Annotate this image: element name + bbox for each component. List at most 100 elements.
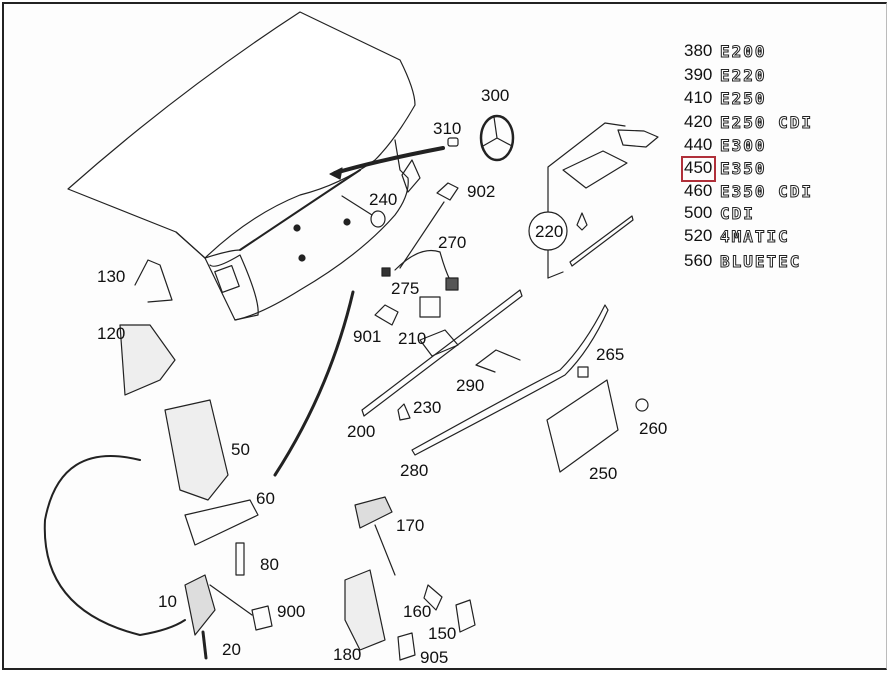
callout-902: 902	[467, 182, 496, 201]
hole	[343, 218, 351, 226]
part-80	[235, 542, 245, 576]
part-50	[164, 399, 229, 501]
legend-item: 420 E250 CDI	[684, 111, 813, 133]
callout-220: 220	[535, 222, 564, 241]
legend-badge: E220	[720, 65, 767, 85]
legend-badge: E250	[720, 88, 767, 108]
part-310	[447, 137, 459, 147]
part-280	[411, 304, 609, 456]
part-120	[119, 324, 176, 396]
legend-item: 380 E200	[684, 40, 767, 62]
part-170	[354, 496, 393, 529]
callout-230: 230	[413, 398, 442, 417]
legend-badge: BLUETEC	[719, 251, 802, 271]
legend-item: 460 E350 CDI	[684, 180, 813, 202]
legend-badge: E300	[720, 135, 767, 155]
legend-badge: E200	[720, 41, 767, 61]
callout-20: 20	[222, 640, 241, 659]
part-275	[381, 267, 391, 277]
legend-item: 560 BLUETEC	[684, 250, 801, 272]
part-905	[397, 632, 416, 661]
callout-290: 290	[456, 376, 485, 395]
part-290	[475, 349, 521, 373]
callout-210: 210	[398, 329, 427, 348]
trunk-lid	[67, 11, 421, 321]
part-220-group	[528, 122, 659, 279]
part-270	[445, 277, 459, 291]
legend-item: 410 E250	[684, 87, 767, 109]
legend-number: 380	[684, 41, 713, 60]
callout-250: 250	[589, 464, 618, 483]
part-901	[374, 304, 399, 326]
legend-number: 410	[684, 88, 713, 107]
part-265	[577, 366, 589, 378]
legend-number: 440	[684, 135, 713, 154]
legend-number: 450	[684, 158, 713, 177]
leader-900	[209, 584, 253, 616]
callout-160: 160	[403, 602, 432, 621]
legend-number: 460	[684, 181, 713, 200]
callout-300: 300	[481, 86, 510, 105]
callout-280: 280	[400, 461, 429, 480]
callout-270: 270	[438, 233, 467, 252]
part-170-rod	[374, 524, 396, 576]
hole	[293, 224, 301, 232]
leader-240	[341, 195, 373, 216]
part-180	[344, 569, 386, 651]
callout-900: 900	[277, 602, 306, 621]
legend-number: 390	[684, 65, 713, 84]
callout-150: 150	[428, 624, 457, 643]
part-230	[397, 403, 411, 421]
callout-265: 265	[596, 345, 625, 364]
callout-60: 60	[256, 489, 275, 508]
callout-50: 50	[231, 440, 250, 459]
callout-310: 310	[433, 119, 462, 138]
part-10	[184, 574, 216, 636]
highlight-box	[681, 156, 716, 182]
legend-number: 520	[684, 226, 713, 245]
arrow-head	[329, 167, 343, 180]
part-300-emblem	[479, 114, 515, 162]
legend-badge: E350	[720, 158, 767, 178]
callout-130: 130	[97, 267, 126, 286]
legend-number: 560	[684, 251, 713, 270]
part-900	[251, 605, 273, 631]
part-150	[455, 599, 476, 633]
part-210	[419, 296, 441, 318]
part-902	[436, 182, 459, 201]
legend-number: 500	[684, 203, 713, 222]
legend-item: 520 4MATIC	[684, 225, 790, 247]
leader-902	[399, 201, 445, 269]
part-200-panel	[361, 289, 523, 417]
legend-number: 420	[684, 112, 713, 131]
part-20	[201, 630, 208, 660]
part-250	[546, 379, 619, 473]
callout-200: 200	[347, 422, 376, 441]
part-60-rod	[273, 290, 355, 477]
part-130	[134, 259, 173, 303]
callout-80: 80	[260, 555, 279, 574]
callout-10: 10	[158, 592, 177, 611]
callout-905: 905	[420, 648, 449, 667]
callout-901: 901	[353, 327, 382, 346]
part-270-wire	[394, 249, 451, 281]
hole	[298, 254, 306, 262]
callout-275: 275	[391, 279, 420, 298]
legend-badge: CDI	[720, 203, 755, 223]
legend-badge: E250 CDI	[719, 112, 814, 132]
callout-240: 240	[369, 190, 398, 209]
callout-120: 120	[97, 324, 126, 343]
legend-item: 390 E220	[684, 64, 767, 86]
leader-arrow-310	[333, 146, 445, 175]
part-60-base	[184, 499, 259, 546]
callout-170: 170	[396, 516, 425, 535]
legend-item-highlighted: 450 E350	[684, 157, 767, 179]
callout-260: 260	[639, 419, 668, 438]
part-210-housing	[419, 329, 459, 357]
legend-badge: 4MATIC	[720, 226, 790, 246]
cable	[43, 455, 186, 636]
legend-item: 440 E300	[684, 134, 767, 156]
part-160	[423, 584, 443, 611]
callout-180: 180	[333, 645, 362, 664]
